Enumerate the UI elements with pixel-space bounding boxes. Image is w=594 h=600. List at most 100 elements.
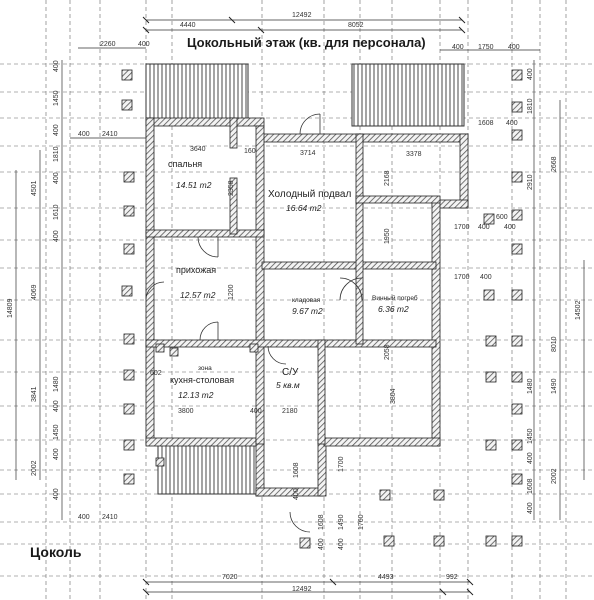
dimension-ticks xyxy=(142,16,474,596)
dim-left-v11: 3841 xyxy=(31,386,38,402)
room-cold-cellar-name: Холодный подвал xyxy=(268,189,352,200)
dim-right-c: 400 xyxy=(504,224,516,231)
dim-right-v3: 2668 xyxy=(551,156,558,172)
dim-bottom-v5: 1700 xyxy=(338,456,345,472)
plan-caption: Цоколь xyxy=(30,544,82,560)
dim-right-v2: 1810 xyxy=(527,98,534,114)
dim-top-right: 8052 xyxy=(348,22,364,29)
dim-right-v13: 400 xyxy=(527,502,534,514)
dim-left-v17: 400 xyxy=(53,488,60,500)
dim-inner-4: 2358 xyxy=(228,180,235,196)
dim-top-c: 400 xyxy=(452,44,464,51)
dim-bottom-v4: 400 xyxy=(318,538,325,550)
dim-bottom-v3: 1608 xyxy=(318,514,325,530)
dim-right-b: 400 xyxy=(478,224,490,231)
dim-bottom-3: 992 xyxy=(446,574,458,581)
room-cold-cellar-area: 16.64 m2 xyxy=(286,203,322,213)
dim-bottom-a: 400 xyxy=(78,514,90,521)
dim-left-v10: 4069 xyxy=(31,284,38,300)
room-kitchen-name: кухня-столовая xyxy=(170,375,235,385)
dim-left-v1: 400 xyxy=(53,60,60,72)
dim-right-v4: 2910 xyxy=(527,174,534,190)
dim-bottom-v8: 1760 xyxy=(358,514,365,530)
dim-room-2: 160 xyxy=(244,148,256,155)
dim-right-v6: 8010 xyxy=(551,336,558,352)
dim-left-v7: 1610 xyxy=(53,204,60,220)
plan-title: Цокольный этаж (кв. для персонала) xyxy=(187,35,426,50)
dim-left-v14: 1450 xyxy=(53,424,60,440)
dim-bottom-2: 4493 xyxy=(378,574,394,581)
dim-right-d: 1700 xyxy=(454,274,470,281)
dim-row2-a: 400 xyxy=(78,131,90,138)
dim-inner-6: 602 xyxy=(150,370,162,377)
stairs-bottom-left xyxy=(157,441,259,495)
dim-right-v7: 1480 xyxy=(527,378,534,394)
dim-bottom-v1: 1608 xyxy=(293,462,300,478)
dim-right-f: 600 xyxy=(496,214,508,221)
walls xyxy=(145,117,469,497)
dim-kitchen-3: 2180 xyxy=(282,408,298,415)
dim-bottom-v6: 1490 xyxy=(338,514,345,530)
dim-left-v9: 14809 xyxy=(7,298,14,318)
dim-bottom-total: 12492 xyxy=(292,586,312,593)
dim-bottom-v2: 400 xyxy=(293,488,300,500)
room-pantry-area: 9.67 m2 xyxy=(292,306,323,316)
dim-right-v5: 14502 xyxy=(575,300,582,320)
dim-kitchen-1: 3800 xyxy=(178,408,194,415)
dim-left-v15: 400 xyxy=(53,448,60,460)
room-kitchen-area: 12.13 m2 xyxy=(178,390,214,400)
dim-top-a: 2260 xyxy=(100,41,116,48)
dim-right-v12: 1608 xyxy=(527,478,534,494)
dim-room-1: 3640 xyxy=(190,146,206,153)
dim-kitchen-2: 400 xyxy=(250,408,262,415)
dim-top-d: 1750 xyxy=(478,44,494,51)
dim-left-v4: 1810 xyxy=(53,146,60,162)
dim-row2-c: 1608 xyxy=(478,120,494,127)
room-bedroom-name: спальня xyxy=(168,159,203,169)
dim-right-e: 400 xyxy=(480,274,492,281)
room-wine-cellar-name: Винный погреб xyxy=(372,295,418,302)
dim-left-v3: 400 xyxy=(53,124,60,136)
dim-room-3: 3714 xyxy=(300,150,316,157)
column-markers xyxy=(121,69,523,549)
room-bedroom-area: 14.51 m2 xyxy=(176,180,212,190)
stairs-top-right xyxy=(351,63,465,127)
room-bathroom-name: С/У xyxy=(282,367,299,378)
dim-left-v12: 1480 xyxy=(53,376,60,392)
dim-left-v6: 4501 xyxy=(31,180,38,196)
dim-inner-3: 3804 xyxy=(390,388,397,404)
dim-right-v8: 1490 xyxy=(551,378,558,394)
dim-right-v11: 2002 xyxy=(551,468,558,484)
dim-top-total: 12492 xyxy=(292,12,312,19)
dim-bottom-b: 2410 xyxy=(102,514,118,521)
dim-right-v10: 400 xyxy=(527,452,534,464)
dim-row2-b: 2410 xyxy=(102,131,118,138)
room-hallway-area: 12.57 m2 xyxy=(180,290,216,300)
dim-left-v2: 1450 xyxy=(53,90,60,106)
doors xyxy=(145,113,363,533)
dim-left-v16: 2002 xyxy=(31,460,38,476)
dim-left-v13: 400 xyxy=(53,400,60,412)
stairs-top-left xyxy=(145,63,249,121)
room-wine-cellar-area: 6.36 m2 xyxy=(378,304,409,314)
dim-right-v1: 400 xyxy=(527,68,534,80)
dim-top-e: 400 xyxy=(508,44,520,51)
dim-row2-d: 400 xyxy=(506,120,518,127)
dim-bottom-1: 7020 xyxy=(222,574,238,581)
dim-right-v9: 1450 xyxy=(527,428,534,444)
dim-top-b: 400 xyxy=(138,41,150,48)
dim-top-left: 4440 xyxy=(180,22,196,29)
room-bathroom-area: 5 кв.м xyxy=(276,380,300,390)
dim-inner-5: 1200 xyxy=(228,284,235,300)
room-hallway-name: прихожая xyxy=(176,265,217,275)
dimension-lines xyxy=(15,19,585,593)
dim-room-4: 3378 xyxy=(406,151,422,158)
dim-left-v8: 400 xyxy=(53,230,60,242)
room-pantry-name: кладовая xyxy=(292,297,321,304)
dim-inner-7: 2058 xyxy=(384,344,391,360)
dim-right-a: 1700 xyxy=(454,224,470,231)
dim-inner-1: 2168 xyxy=(384,170,391,186)
dim-left-v5: 400 xyxy=(53,172,60,184)
room-zone-name: зона xyxy=(198,365,212,372)
